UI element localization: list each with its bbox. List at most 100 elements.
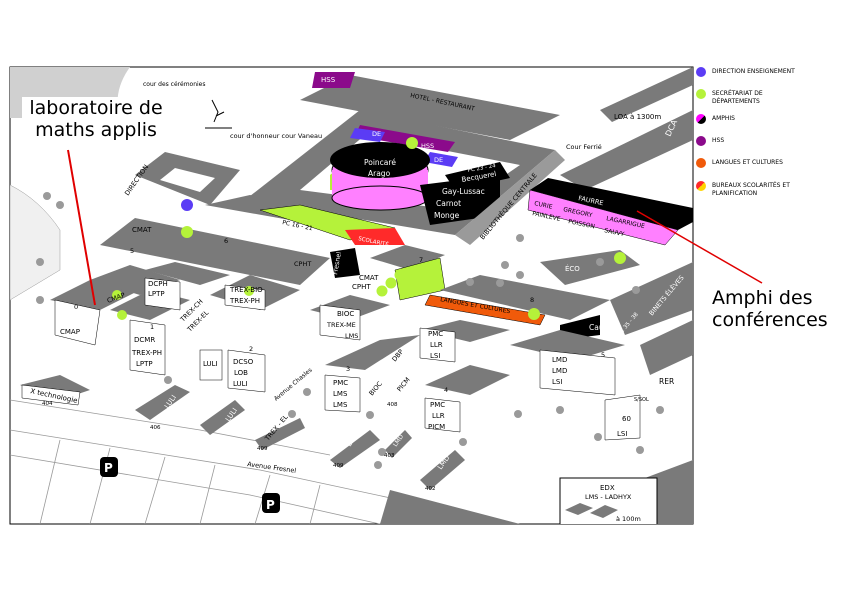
label-pc: PC 23 - 24 (467, 163, 496, 174)
binets-band (640, 320, 693, 375)
gaylussac-block (420, 175, 500, 225)
faurre-block (530, 178, 693, 230)
trees (36, 192, 664, 469)
label-n409b: 409 (333, 463, 344, 469)
label-fresnel: Fresnel (331, 251, 343, 275)
label-cmat2: CMAT (359, 274, 379, 282)
parking-icon-1 (100, 457, 118, 477)
legend-label: SECRÉTARIAT DE DÉPARTEMENTS (712, 90, 763, 106)
marker-dots (112, 137, 626, 320)
building-1-wall (129, 319, 166, 376)
lsi-wall (604, 394, 641, 441)
label-lmsladhyx: LMS - LADHYX (585, 493, 632, 501)
de-block-1 (350, 128, 385, 142)
pmc-wall (419, 327, 456, 363)
label-n404: 404 (42, 401, 53, 407)
label-edx: EDX (600, 484, 615, 492)
legend-label: LANGUES ET CULTURES (712, 159, 783, 166)
label-n60: 60 (622, 415, 631, 423)
lulu-3-block (135, 385, 190, 420)
label-n403: 403 (384, 453, 395, 459)
label-trexph2: TREX-PH (131, 349, 162, 357)
direction-courtyard (160, 168, 215, 192)
statue-icon (211, 99, 225, 123)
legend-label: DIRECTION ENSEIGNEMENT (712, 68, 795, 75)
label-lob: LOB (234, 369, 248, 377)
label-lmd2: LMD (552, 367, 567, 375)
legend-item-langues: LANGUES ET CULTURES (696, 158, 836, 168)
wing-5-6 (100, 218, 330, 285)
label-n6: 6 (224, 237, 228, 245)
block-8-roof (440, 275, 610, 320)
amphi-callout: Amphi des conférences (712, 287, 837, 332)
label-n0: 0 (74, 303, 78, 311)
hotel-restaurant (300, 75, 560, 140)
legend-label: BUREAUX SCOLARITÉS ET PLANIFICATION (712, 182, 790, 198)
label-cpht2: CPHT (352, 283, 371, 291)
label-loa: LOA à 1300m (614, 113, 661, 121)
label-n409a: 409 (257, 446, 268, 452)
label-ceremonies-1: cour des cérémonies (143, 81, 206, 88)
xtech-wall (21, 384, 81, 406)
label-trexme: TREX-ME (326, 321, 356, 329)
lab-callout-line (67, 149, 96, 306)
label-n406: 406 (150, 425, 161, 431)
edx-inset (559, 477, 658, 524)
lmd-small-block (385, 430, 412, 458)
label-arago: Arago (368, 169, 391, 178)
label-p1: P (104, 461, 113, 475)
parking-strip (380, 490, 520, 524)
label-picm2: PICM (428, 423, 445, 431)
label-p2: P (266, 498, 275, 512)
label-lmd1: LMD (552, 356, 567, 364)
label-hss-mid: HSS (421, 142, 434, 150)
lms-block (330, 430, 380, 468)
block-7 (370, 245, 445, 270)
legend-split-dot-icon (696, 181, 706, 191)
lab-callout: laboratoire de maths applis (22, 97, 170, 142)
label-de1: DE (372, 130, 381, 138)
lab-callout-text: laboratoire de maths applis (29, 97, 163, 142)
label-cauchy: Cauchy (589, 323, 617, 332)
label-trexph1: TREX-PH (229, 297, 260, 305)
legend-item-secretariat: SECRÉTARIAT DE DÉPARTEMENTS (696, 89, 806, 106)
label-lsi2: LSI (552, 378, 562, 386)
loa-band (600, 67, 693, 122)
label-n402: 402 (425, 486, 436, 492)
label-bioc: BIOC (337, 310, 354, 318)
label-lms2: LMS (333, 390, 348, 398)
label-lms3: LMS (333, 401, 348, 409)
legend-label: AMPHIS (712, 115, 735, 122)
roads (10, 399, 401, 524)
label-llr1: LLR (430, 341, 443, 349)
label-llr2: LLR (432, 412, 445, 420)
label-pmc1: PMC (333, 379, 348, 387)
label-pmc2: PMC (428, 330, 443, 338)
label-n5: 5 (130, 247, 134, 255)
bibliotheque-wall (455, 150, 565, 245)
label-curie: CURIE (534, 200, 554, 211)
label-dcmr: DCMR (134, 336, 155, 344)
label-n1: 1 (150, 323, 154, 331)
amphi-callout-text: Amphi des conférences (712, 287, 828, 332)
legend-item-amphis: AMPHIS (696, 114, 836, 124)
label-eco: ÉCO (565, 264, 580, 273)
label-monge: Monge (434, 211, 460, 220)
parking-icon-2 (262, 493, 280, 513)
dcph-roof (145, 262, 230, 285)
legend-dot-icon (696, 67, 706, 77)
lawn (10, 184, 61, 301)
hss-top-block (312, 72, 355, 88)
label-lms1: LMS (345, 332, 358, 340)
amphi-callout-line (636, 210, 763, 284)
langues-block (424, 294, 546, 326)
label-lptp2: LPTP (136, 360, 153, 368)
label-lsi1: LSI (430, 352, 440, 360)
label-de2: DE (434, 156, 443, 164)
label-ssol: S/SOL (634, 397, 649, 403)
label-dcph: DCPH (148, 280, 168, 288)
label-n3: 3 (346, 365, 350, 373)
label-gay: Gay-Lussac (442, 187, 485, 196)
bioc-wall (319, 304, 361, 341)
